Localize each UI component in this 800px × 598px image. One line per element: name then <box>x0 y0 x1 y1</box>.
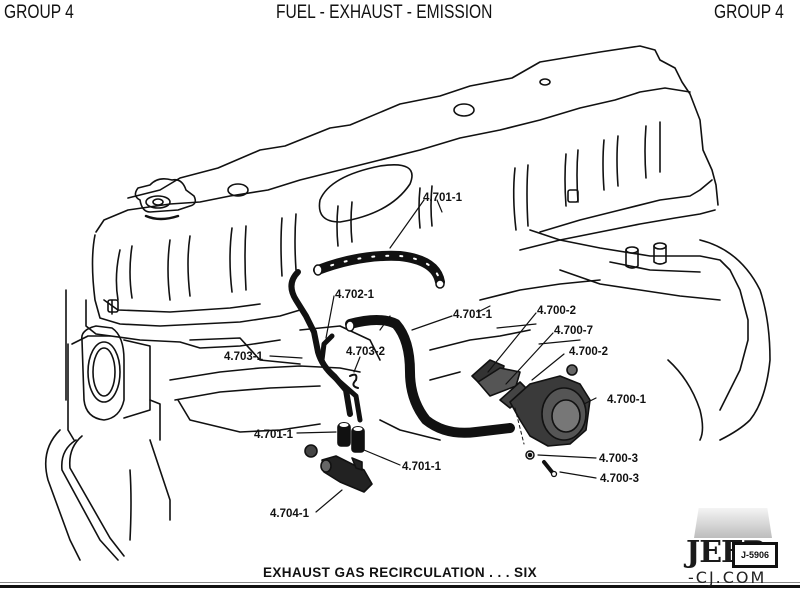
callout-4700-1: 4.700-1 <box>607 394 647 406</box>
divider <box>0 585 800 588</box>
callout-4704-1: 4.704-1 <box>270 508 310 520</box>
watermark-logo: JEEP J-5906 -CJ.COM <box>686 508 786 594</box>
callout-4700-7: 4.700-7 <box>554 325 593 337</box>
thermal-vacuum-switch <box>304 444 373 493</box>
callout-4700-3-bolt: 4.700-3 <box>600 473 639 485</box>
header-group-left: GROUP 4 <box>4 2 74 23</box>
figure-number-badge: J-5906 <box>732 542 778 568</box>
leader-lines <box>269 199 597 513</box>
callout-4701-1-short-right: 4.701-1 <box>402 461 442 473</box>
header-title: FUEL - EXHAUST - EMISSION <box>276 2 493 23</box>
callout-4703-2: 4.703-2 <box>346 346 385 358</box>
callout-4700-2-lower: 4.700-2 <box>569 346 608 358</box>
divider-thin <box>0 582 800 583</box>
logo-domain: -CJ.COM <box>688 568 767 587</box>
figure-caption: EXHAUST GAS RECIRCULATION . . . SIX <box>263 565 538 580</box>
callout-4701-1-short-left: 4.701-1 <box>254 429 294 441</box>
header-group-right: GROUP 4 <box>714 2 784 23</box>
engine-block <box>44 229 771 561</box>
valve-cover <box>91 45 719 327</box>
callout-4702-1: 4.702-1 <box>335 289 375 301</box>
callout-4700-2-upper: 4.700-2 <box>537 305 576 317</box>
oil-filler-cap <box>134 178 197 221</box>
egr-valve-assembly <box>471 359 591 478</box>
callout-4703-1: 4.703-1 <box>224 351 264 363</box>
callout-4701-1-long: 4.701-1 <box>453 309 493 321</box>
callout-4700-3-washer: 4.700-3 <box>599 453 638 465</box>
hoses <box>288 250 515 453</box>
callout-labels: 4.701-1 4.702-1 4.701-1 4.703-1 4.703-2 … <box>224 192 647 520</box>
logo-tab <box>694 508 772 538</box>
callout-4701-1-upper: 4.701-1 <box>423 192 463 204</box>
